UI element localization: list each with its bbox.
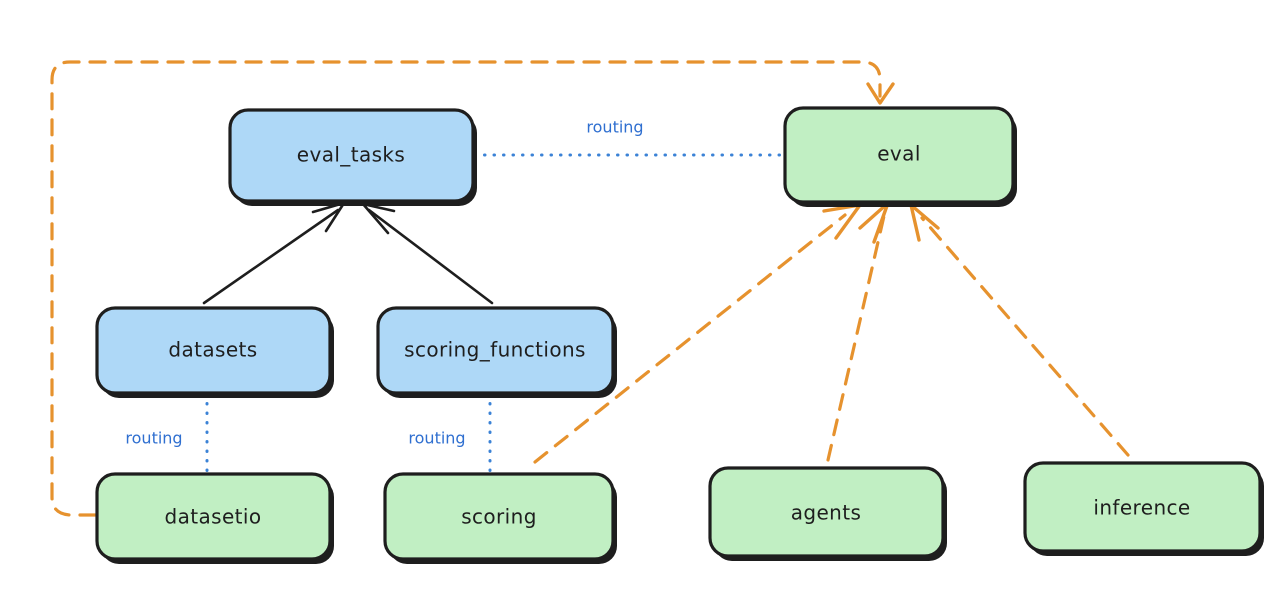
edge-datasetio-eval xyxy=(50,60,895,517)
node-label-scoring: scoring xyxy=(461,505,537,529)
edge-label-routing-eval: routing xyxy=(586,118,643,137)
node-label-inference: inference xyxy=(1093,496,1190,520)
node-label-eval: eval xyxy=(877,142,921,166)
node-label-agents: agents xyxy=(791,501,862,525)
edge-datasets-eval_tasks xyxy=(202,201,346,305)
node-datasets[interactable]: datasets xyxy=(95,306,334,398)
node-label-datasetio: datasetio xyxy=(164,505,261,529)
edge-label-routing-datasetio: routing xyxy=(125,429,182,448)
node-body-inference xyxy=(1023,461,1262,553)
node-eval[interactable]: eval xyxy=(783,106,1017,207)
edge-eval_tasks-eval: routing xyxy=(473,118,785,157)
node-datasetio[interactable]: datasetio xyxy=(95,472,334,564)
edge-label-routing-scoring: routing xyxy=(408,429,465,448)
node-body-scoring xyxy=(383,472,615,561)
node-body-datasets xyxy=(95,306,332,395)
edge-scoring_functions-scoring: routing xyxy=(408,392,492,474)
node-agents[interactable]: agents xyxy=(708,466,947,561)
node-label-datasets: datasets xyxy=(168,338,257,362)
node-label-eval_tasks: eval_tasks xyxy=(297,143,405,167)
edge-scoring_functions-eval_tasks xyxy=(361,202,494,305)
node-eval_tasks[interactable]: eval_tasks xyxy=(228,108,477,206)
node-scoring_functions[interactable]: scoring_functions xyxy=(376,306,617,398)
node-label-scoring_functions: scoring_functions xyxy=(404,338,586,362)
edge-inference-eval xyxy=(909,203,1130,457)
edge-agents-eval xyxy=(826,201,890,462)
node-scoring[interactable]: scoring xyxy=(383,472,617,564)
edge-datasets-datasetio: routing xyxy=(125,392,209,474)
node-body-datasetio xyxy=(95,472,332,561)
node-body-eval_tasks xyxy=(228,108,475,203)
node-body-agents xyxy=(708,466,945,558)
node-body-scoring_functions xyxy=(376,306,615,395)
node-inference[interactable]: inference xyxy=(1023,461,1264,556)
node-body-eval xyxy=(783,106,1015,204)
